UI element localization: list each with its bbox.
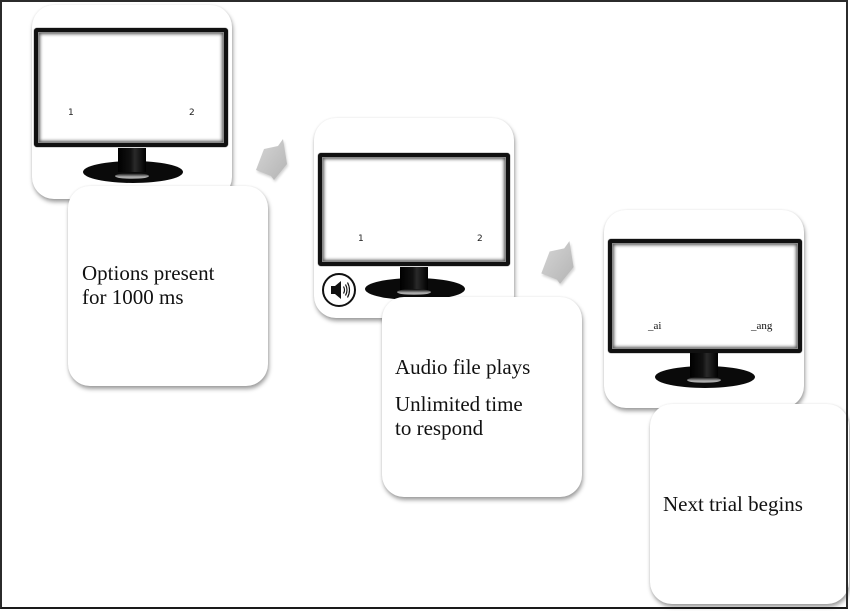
step-2-description: Audio file plays Unlimited time to respo…	[395, 355, 530, 440]
step-2-option-left: 1	[358, 234, 364, 244]
step-2-line-3: to respond	[395, 416, 484, 440]
step-1-text-card: Options present for 1000 ms	[68, 186, 268, 386]
step-2-text-card: Audio file plays Unlimited time to respo…	[382, 297, 582, 497]
step-1-option-left: 1	[68, 108, 74, 118]
step-1-monitor-base	[83, 161, 183, 183]
arrow-1-icon	[256, 139, 288, 182]
step-3-option-left: _ai	[648, 320, 662, 332]
step-1-monitor-base-ring	[115, 173, 149, 179]
step-2-line-1: Audio file plays	[395, 355, 531, 379]
step-1-monitor-screen: 1 2	[34, 28, 228, 147]
step-3-monitor-base-ring	[687, 377, 721, 383]
step-2-line-2: Unlimited time	[395, 392, 523, 416]
step-3-option-right: _ang	[751, 320, 773, 332]
step-3-line-1: Next trial begins	[663, 492, 803, 516]
step-2-monitor-card: 1 2	[314, 118, 514, 318]
step-1-line-1: Options present	[82, 261, 215, 285]
step-3-text-card: Next trial begins	[650, 404, 849, 604]
step-2-monitor-screen: 1 2	[318, 153, 510, 266]
step-1-monitor-card: 1 2	[32, 5, 232, 199]
arrow-1-shape	[256, 139, 287, 180]
step-2-option-right: 2	[477, 234, 483, 244]
speaker-icon[interactable]	[322, 273, 356, 307]
step-2-monitor-neck	[400, 267, 428, 291]
step-3-monitor-screen: _ai _ang	[608, 239, 802, 353]
step-3-description: Next trial begins	[663, 492, 803, 516]
step-1-description: Options present for 1000 ms	[82, 261, 214, 309]
step-2-monitor-base-ring	[397, 289, 431, 295]
step-1-monitor-neck	[118, 148, 146, 172]
arrow-2-shape	[541, 241, 574, 284]
speaker-glyph-icon	[331, 281, 351, 299]
step-3-monitor-neck	[690, 353, 718, 377]
step-1-line-2: for 1000 ms	[82, 285, 184, 309]
step-3-monitor-card: _ai _ang	[604, 210, 804, 408]
arrow-2-icon	[541, 241, 575, 286]
step-1-option-right: 2	[189, 108, 195, 118]
